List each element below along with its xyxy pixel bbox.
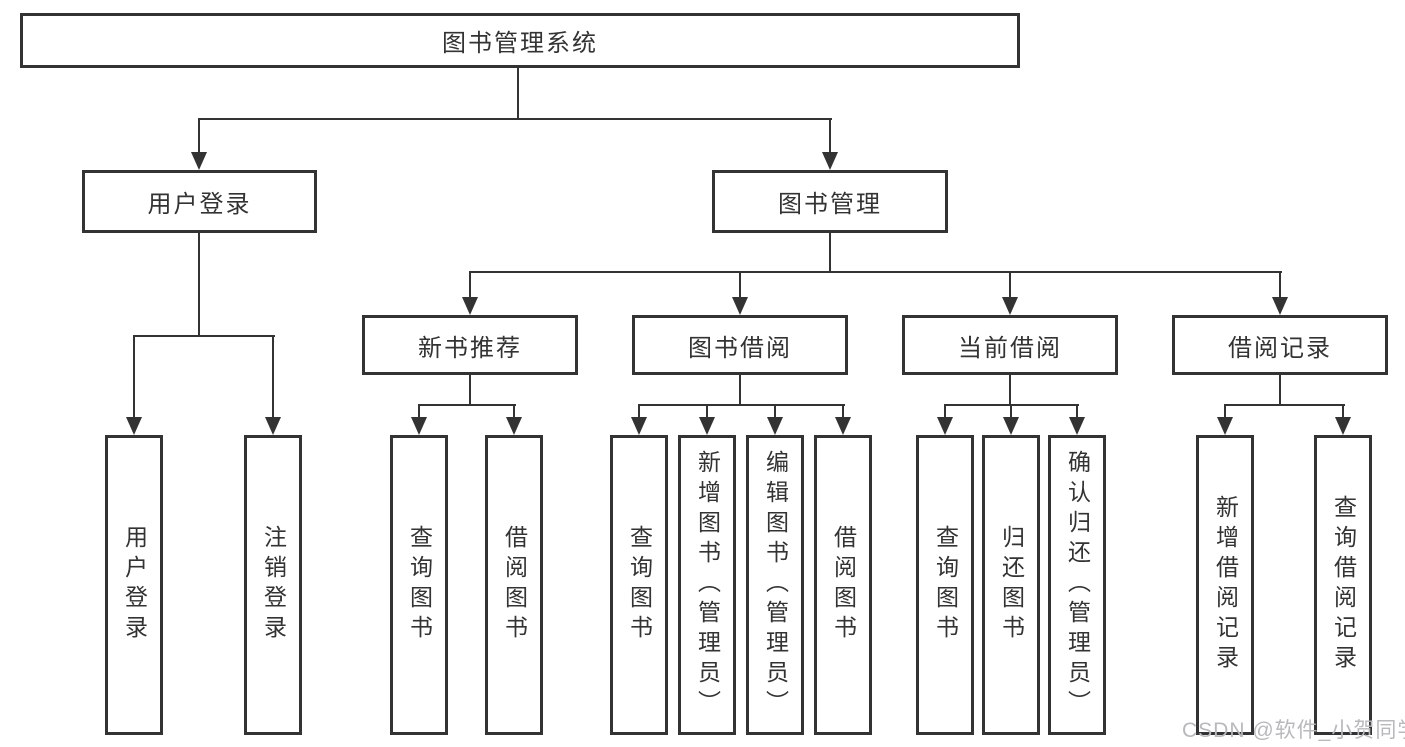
node-new-book-recommend: 新书推荐 [362, 315, 578, 375]
arrow-down-icon [506, 417, 522, 435]
connector-level2-rail [198, 118, 832, 120]
leaf-br-query-record: 查询借阅记录 [1314, 435, 1372, 735]
arrow-down-icon [1335, 417, 1351, 435]
connector-stem [1342, 404, 1344, 419]
connector-stem-leaf-user-login [133, 335, 135, 417]
leaf-bb-edit-book-admin-label: 编辑图书（管理员） [762, 450, 789, 720]
connector-new-book-rail [418, 404, 516, 406]
connector-stem [944, 404, 946, 419]
arrow-down-icon [462, 297, 478, 315]
leaf-cb-query-books-label: 查询图书 [932, 525, 959, 645]
node-book-borrow-label: 图书借阅 [688, 334, 792, 362]
connector-stem-borrow-records [1279, 271, 1281, 299]
connector-stem-new-book [469, 271, 471, 299]
leaf-br-query-record-label: 查询借阅记录 [1330, 495, 1357, 675]
node-borrow-records: 借阅记录 [1172, 315, 1388, 375]
connector-stem [418, 404, 420, 419]
connector-book-borrow-rail [638, 404, 845, 406]
node-borrow-records-label: 借阅记录 [1228, 334, 1332, 362]
leaf-user-login-label: 用户登录 [121, 525, 148, 645]
arrow-down-icon [265, 417, 281, 435]
leaf-bb-borrow-books: 借阅图书 [814, 435, 872, 735]
arrow-down-icon [411, 417, 427, 435]
connector-borrow-records-rail [1224, 404, 1345, 406]
connector-stem [1010, 404, 1012, 419]
leaf-logout: 注销登录 [244, 435, 302, 735]
leaf-bb-add-book-admin: 新增图书（管理员） [678, 435, 736, 735]
connector-stem-book-borrow [739, 271, 741, 299]
leaf-nb-query-books-label: 查询图书 [406, 525, 433, 645]
arrow-down-icon [732, 297, 748, 315]
leaf-cb-confirm-return-admin-label: 确认归还（管理员） [1064, 450, 1091, 720]
leaf-bb-borrow-books-label: 借阅图书 [830, 525, 857, 645]
connector-stem-book-management [829, 118, 831, 154]
leaf-cb-query-books: 查询图书 [916, 435, 974, 735]
leaf-br-add-record: 新增借阅记录 [1196, 435, 1254, 735]
connector-borrow-records-trunk [1279, 373, 1281, 406]
leaf-bb-add-book-admin-label: 新增图书（管理员） [694, 450, 721, 720]
connector-stem [842, 404, 844, 419]
arrow-down-icon [1002, 297, 1018, 315]
connector-stem [774, 404, 776, 419]
node-book-management: 图书管理 [712, 170, 948, 233]
connector-root-trunk [517, 66, 519, 120]
arrow-down-icon [1272, 297, 1288, 315]
arrow-down-icon [191, 152, 207, 170]
leaf-bb-query-books-label: 查询图书 [626, 525, 653, 645]
node-user-login-label: 用户登录 [147, 191, 252, 218]
connector-stem [1224, 404, 1226, 419]
arrow-down-icon [631, 417, 647, 435]
arrow-down-icon [937, 417, 953, 435]
leaf-bb-query-books: 查询图书 [610, 435, 668, 735]
node-book-borrow: 图书借阅 [632, 315, 848, 375]
leaf-cb-confirm-return-admin: 确认归还（管理员） [1048, 435, 1106, 735]
leaf-cb-return-books: 归还图书 [982, 435, 1040, 735]
arrow-down-icon [1217, 417, 1233, 435]
node-new-book-recommend-label: 新书推荐 [418, 334, 522, 362]
leaf-nb-borrow-books: 借阅图书 [485, 435, 543, 735]
arrow-down-icon [699, 417, 715, 435]
leaf-cb-return-books-label: 归还图书 [998, 525, 1025, 645]
connector-stem [513, 404, 515, 419]
connector-stem-current-borrow [1009, 271, 1011, 299]
connector-book-borrow-trunk [739, 373, 741, 406]
connector-stem [638, 404, 640, 419]
leaf-nb-borrow-books-label: 借阅图书 [501, 525, 528, 645]
arrow-down-icon [1003, 417, 1019, 435]
leaf-br-add-record-label: 新增借阅记录 [1212, 495, 1239, 675]
node-current-borrow: 当前借阅 [902, 315, 1118, 375]
node-root: 图书管理系统 [20, 13, 1020, 68]
connector-stem-leaf-logout [272, 335, 274, 417]
node-user-login: 用户登录 [82, 170, 317, 233]
arrow-down-icon [822, 152, 838, 170]
node-root-label: 图书管理系统 [442, 30, 598, 57]
connector-current-borrow-trunk [1009, 373, 1011, 406]
arrow-down-icon [767, 417, 783, 435]
arrow-down-icon [1069, 417, 1085, 435]
arrow-down-icon [126, 417, 142, 435]
arrow-down-icon [835, 417, 851, 435]
connector-book-management-trunk [829, 231, 831, 273]
leaf-bb-edit-book-admin: 编辑图书（管理员） [746, 435, 804, 735]
leaf-user-login: 用户登录 [105, 435, 163, 735]
csdn-watermark: CSDN @软件_小贺同学 [1182, 719, 1405, 742]
node-book-management-label: 图书管理 [778, 191, 882, 218]
connector-new-book-trunk [469, 373, 471, 406]
connector-stem-user-login [198, 118, 200, 154]
connector-stem [706, 404, 708, 419]
connector-user-login-rail [133, 335, 275, 337]
node-current-borrow-label: 当前借阅 [958, 334, 1062, 362]
connector-user-login-trunk [198, 231, 200, 337]
connector-level3-rail [469, 271, 1282, 273]
leaf-nb-query-books: 查询图书 [390, 435, 448, 735]
connector-stem [1076, 404, 1078, 419]
leaf-logout-label: 注销登录 [260, 525, 287, 645]
